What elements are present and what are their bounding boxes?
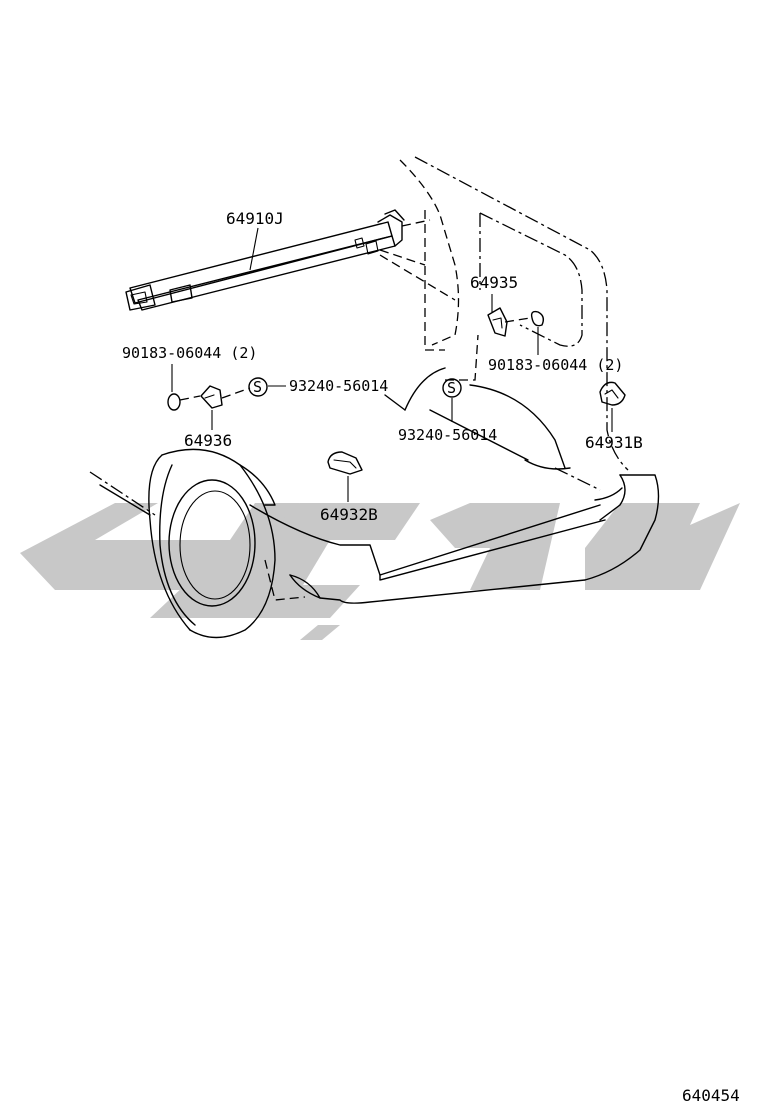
diagram-number: 640454 (682, 1086, 740, 1105)
part-64932b (327, 451, 363, 475)
part-64910j-rail (125, 209, 431, 311)
label-93240-right: 93240-56014 (398, 426, 497, 444)
label-64931b: 64931B (585, 433, 643, 452)
label-64936: 64936 (184, 431, 232, 450)
label-64935: 64935 (470, 273, 518, 292)
part-64936-plate (200, 385, 251, 409)
screw-marker-left: S (248, 377, 268, 397)
part-64931b (599, 381, 626, 406)
part-90183-nut-left (167, 393, 201, 411)
label-64910j: 64910J (226, 209, 284, 228)
vehicle-body (89, 156, 660, 639)
label-90183-left: 90183-06044 (2) (122, 344, 257, 362)
leader-lines (171, 227, 613, 502)
label-64932b: 64932B (320, 505, 378, 524)
part-labels: 64910J 64935 90183-06044 (2) 90183-06044… (122, 209, 643, 524)
screw-marker-left-label: S (253, 378, 262, 396)
part-64935-clip (487, 307, 545, 337)
screw-marker-right-label: S (447, 379, 456, 397)
screw-marker-right: S (442, 378, 462, 398)
watermark-logo (20, 503, 740, 640)
label-93240-left: 93240-56014 (289, 377, 388, 395)
label-90183-right: 90183-06044 (2) (488, 356, 623, 374)
